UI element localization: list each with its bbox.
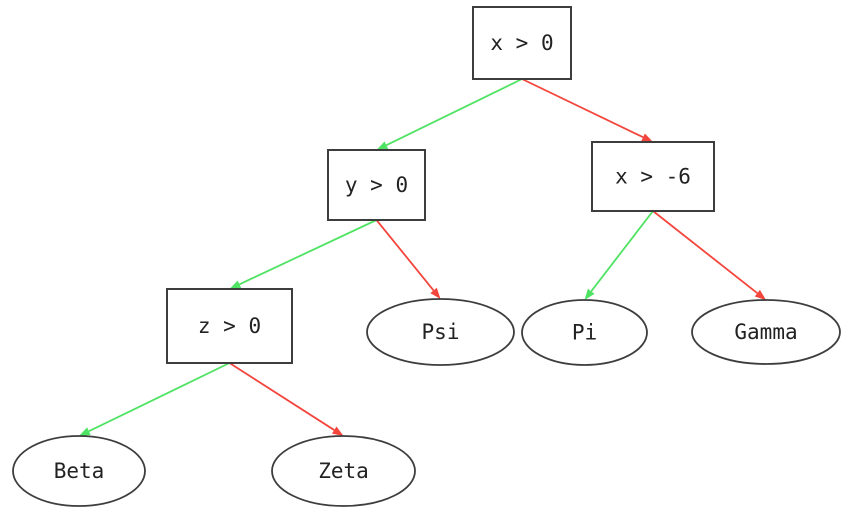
node-label-zeta: Zeta (318, 459, 369, 483)
node-x0: x > 0 (472, 6, 572, 80)
edge-x0-y0-true (385, 78, 523, 146)
leaf-ellipse-psi (366, 298, 515, 366)
node-pi: Pi (521, 299, 648, 366)
node-z0: z > 0 (166, 288, 293, 364)
decision-box-x6 (591, 141, 715, 212)
node-zeta: Zeta (271, 435, 416, 507)
edge-z0-zeta-false (229, 362, 335, 431)
arrowhead-icon (229, 280, 242, 289)
leaf-ellipse-beta (12, 435, 146, 507)
arrowhead-icon (641, 133, 653, 142)
edge-x6-gamma-false (652, 210, 758, 294)
arrowhead-icon (430, 287, 441, 299)
leaf-ellipse-zeta (271, 435, 416, 507)
arrowhead-icon (331, 426, 344, 436)
node-y0: y > 0 (327, 149, 426, 221)
node-x6: x > -6 (591, 141, 715, 212)
node-label-beta: Beta (54, 459, 105, 483)
arrowhead-icon (79, 427, 91, 436)
decision-box-z0 (166, 288, 293, 364)
leaf-ellipse-pi (521, 299, 648, 366)
edge-y0-z0-true (239, 219, 377, 286)
arrowhead-icon (754, 289, 766, 300)
node-label-psi: Psi (422, 320, 460, 344)
edge-y0-psi-false (375, 219, 435, 292)
node-label-y0: y > 0 (345, 173, 408, 197)
node-label-x0: x > 0 (490, 31, 553, 55)
arrowhead-icon (584, 288, 595, 300)
node-beta: Beta (12, 435, 146, 507)
edge-z0-beta-true (88, 362, 230, 433)
node-label-pi: Pi (572, 321, 597, 345)
node-gamma: Gamma (691, 299, 841, 365)
node-label-z0: z > 0 (198, 314, 261, 338)
arrowhead-icon (376, 141, 389, 150)
node-label-gamma: Gamma (734, 320, 797, 344)
decision-box-y0 (327, 149, 426, 221)
edge-x6-pi-true (590, 210, 654, 292)
leaf-ellipse-gamma (691, 299, 841, 365)
edge-x0-x6-false (521, 78, 644, 139)
decision-box-x0 (472, 6, 572, 80)
node-psi: Psi (366, 298, 515, 366)
node-label-x6: x > -6 (615, 165, 691, 189)
